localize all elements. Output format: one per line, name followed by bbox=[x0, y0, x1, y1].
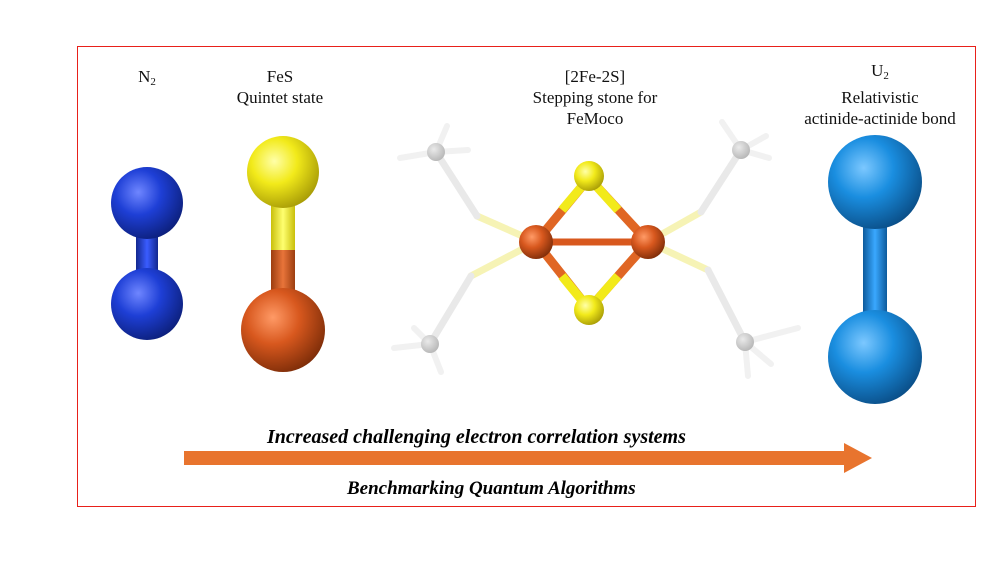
ligand-top-right bbox=[644, 119, 772, 246]
arrow-head bbox=[844, 443, 872, 473]
n2-formula: N bbox=[138, 67, 151, 86]
u2-formula: U bbox=[871, 61, 884, 80]
u2-label: U2 Relativistic actinide-actinide bond bbox=[770, 60, 990, 129]
n2-molecule bbox=[111, 167, 183, 340]
carbon-atom-top-right bbox=[732, 141, 750, 159]
u2-description-line1: Relativistic bbox=[841, 88, 919, 107]
fes-description: Quintet state bbox=[236, 88, 324, 107]
fe2s2-description-line1: Stepping stone for bbox=[532, 88, 658, 107]
iron-atom-right bbox=[631, 225, 665, 259]
fe2s2-label: [2Fe-2S] Stepping stone for FeMoco bbox=[500, 66, 690, 129]
arrow-bottom-caption: Benchmarking Quantum Algorithms bbox=[347, 478, 636, 499]
arrow-top-caption: Increased challenging electron correlati… bbox=[267, 426, 686, 448]
fes-sulfur-atom bbox=[247, 136, 319, 208]
carbon-atom-bottom-right bbox=[736, 333, 754, 351]
iron-atom-left bbox=[519, 225, 553, 259]
u2-atom-bottom bbox=[828, 310, 922, 404]
sulfur-atom-top bbox=[574, 161, 604, 191]
u2-molecule bbox=[828, 135, 922, 404]
u2-subscript: 2 bbox=[883, 70, 889, 82]
progression-arrow bbox=[184, 443, 872, 473]
u2-atom-top bbox=[828, 135, 922, 229]
fes-label: FeS Quintet state bbox=[215, 66, 345, 108]
carbon-atom-top-left bbox=[427, 143, 445, 161]
n2-atom-bottom bbox=[111, 268, 183, 340]
ligand-bottom-left bbox=[391, 238, 540, 375]
arrow-shaft bbox=[184, 451, 846, 465]
fe2s2-molecule bbox=[391, 119, 801, 379]
fes-molecule bbox=[241, 136, 325, 372]
fe2s2-description-line2: FeMoco bbox=[566, 109, 624, 128]
carbon-atom-bottom-left bbox=[421, 335, 439, 353]
diagram-frame bbox=[77, 46, 976, 507]
n2-atom-top bbox=[111, 167, 183, 239]
n2-subscript: 2 bbox=[150, 76, 156, 88]
fes-formula: FeS bbox=[266, 67, 294, 86]
n2-label: N2 bbox=[112, 66, 182, 93]
fe2s2-formula: [2Fe-2S] bbox=[564, 67, 626, 86]
ligand-bottom-right bbox=[644, 238, 801, 379]
u2-description-line2: actinide-actinide bond bbox=[804, 109, 956, 128]
ligand-top-left bbox=[397, 123, 540, 246]
sulfur-atom-bottom bbox=[574, 295, 604, 325]
fes-iron-atom bbox=[241, 288, 325, 372]
